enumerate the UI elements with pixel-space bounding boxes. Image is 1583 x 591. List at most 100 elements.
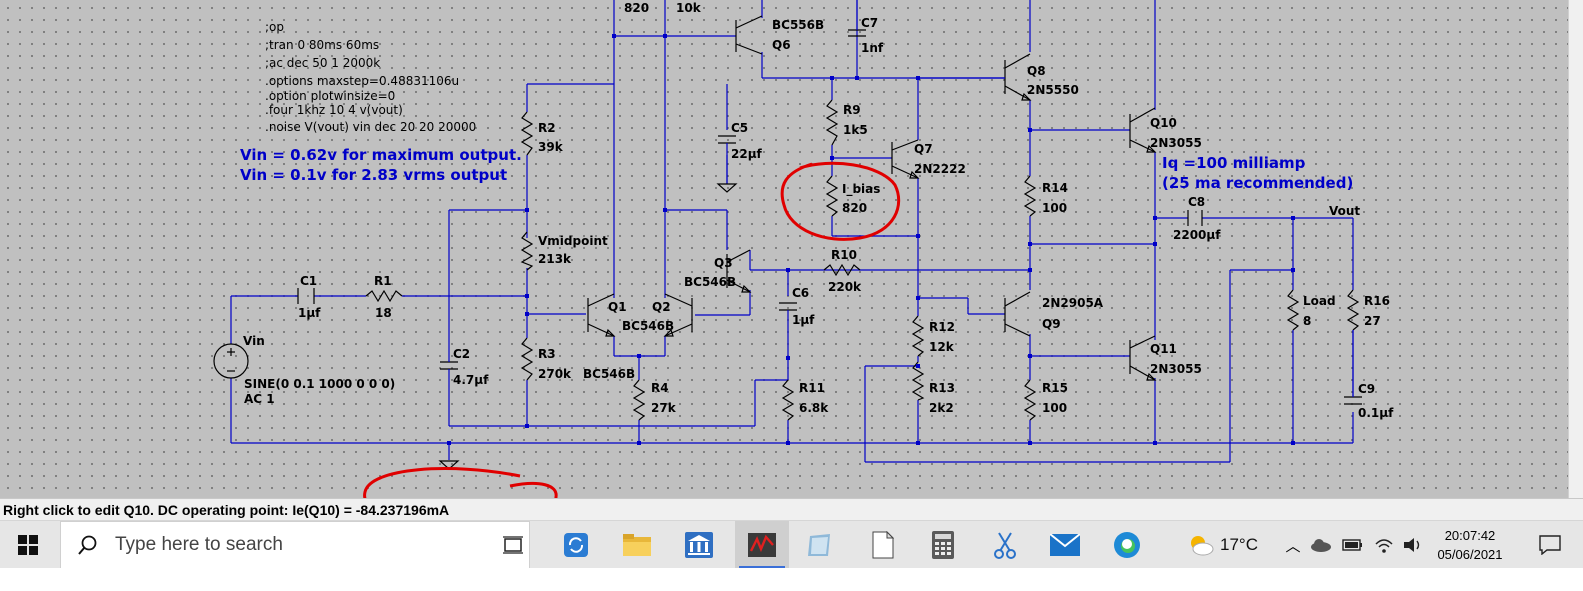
folder-icon bbox=[623, 534, 651, 556]
onedrive-cloud-icon[interactable] bbox=[1310, 537, 1332, 553]
svg-text:4.7µf: 4.7µf bbox=[453, 373, 489, 387]
svg-text:Q11: Q11 bbox=[1150, 342, 1177, 356]
spice-directives[interactable]: ;op ;tran 0 80ms 60ms ;ac dec 50 1 2000k… bbox=[265, 20, 476, 134]
vertical-scrollbar[interactable] bbox=[1568, 0, 1583, 498]
svg-text:Vout: Vout bbox=[1329, 204, 1360, 218]
note-vin-283: Vin = 0.1v for 2.83 vrms output bbox=[240, 166, 507, 184]
transistor-q11 bbox=[1129, 335, 1157, 381]
svg-text:270k: 270k bbox=[538, 367, 572, 381]
note-iq: Iq =100 milliamp bbox=[1162, 154, 1306, 172]
resistor-r9 bbox=[825, 99, 839, 146]
svg-text:R16: R16 bbox=[1364, 294, 1390, 308]
svg-text:Q9: Q9 bbox=[1042, 317, 1061, 331]
note-vin-max: Vin = 0.62v for maximum output. bbox=[240, 146, 522, 164]
svg-text:2N5550: 2N5550 bbox=[1027, 83, 1079, 97]
svg-text:18: 18 bbox=[375, 306, 392, 320]
weather-temperature: 17°C bbox=[1220, 535, 1258, 554]
svg-text:R2: R2 bbox=[538, 121, 556, 135]
svg-text:BC546B: BC546B bbox=[622, 319, 674, 333]
svg-text:0.1µf: 0.1µf bbox=[1358, 406, 1394, 420]
svg-text:2N3055: 2N3055 bbox=[1150, 362, 1202, 376]
resistor-r11 bbox=[781, 379, 795, 421]
notifications-button[interactable] bbox=[1530, 521, 1570, 569]
svg-text:2N3055: 2N3055 bbox=[1150, 136, 1202, 150]
wires bbox=[230, 0, 1354, 463]
annotation-circle-status bbox=[363, 467, 558, 498]
svg-text:R11: R11 bbox=[799, 381, 825, 395]
taskbar-app-ltspice[interactable] bbox=[735, 521, 789, 569]
directive-line: .noise V(vout) vin dec 20 20 20000 bbox=[265, 120, 476, 134]
taskbar-app-mail[interactable] bbox=[1044, 521, 1086, 569]
taskbar-app-notes[interactable] bbox=[798, 521, 840, 569]
taskbar-app-calculator[interactable] bbox=[922, 521, 964, 569]
bank-icon bbox=[685, 532, 713, 558]
svg-text:12k: 12k bbox=[929, 340, 955, 354]
svg-text:1k5: 1k5 bbox=[843, 123, 868, 137]
svg-text:Q7: Q7 bbox=[914, 142, 933, 156]
search-input[interactable] bbox=[113, 533, 497, 557]
taskbar-app-document[interactable] bbox=[862, 521, 904, 569]
svg-text:Q3: Q3 bbox=[714, 256, 733, 270]
resistor-vmid bbox=[520, 231, 534, 271]
taskbar-app-edge[interactable] bbox=[1106, 521, 1148, 569]
taskbar-search-box[interactable] bbox=[60, 521, 530, 569]
component-labels[interactable]: 820 10k BC556B Q6 C7 1nf R2 39k C5 22µf … bbox=[243, 1, 1394, 420]
taskbar-app-bank[interactable] bbox=[678, 521, 720, 569]
task-view-button[interactable] bbox=[496, 521, 530, 569]
svg-text:Q6: Q6 bbox=[772, 38, 791, 52]
transistor-q6 bbox=[735, 15, 763, 55]
calculator-icon bbox=[932, 531, 954, 559]
weather-widget[interactable]: 17°C bbox=[1186, 521, 1258, 569]
svg-text:R9: R9 bbox=[843, 103, 861, 117]
svg-text:SINE(0 0.1 1000 0 0 0): SINE(0 0.1 1000 0 0 0) bbox=[244, 377, 395, 391]
resistor-r13 bbox=[911, 361, 925, 401]
svg-text:I_bias: I_bias bbox=[842, 182, 880, 197]
svg-text:820: 820 bbox=[624, 1, 649, 15]
svg-text:R1: R1 bbox=[374, 274, 392, 288]
svg-text:213k: 213k bbox=[538, 252, 572, 266]
transistor-q10 bbox=[1129, 107, 1157, 153]
directive-line: .four 1khz 10 4 v(vout) bbox=[265, 103, 403, 117]
taskbar-clock[interactable]: 20:07:42 05/06/2021 bbox=[1420, 521, 1520, 569]
directive-line: ;ac dec 50 1 2000k bbox=[265, 56, 380, 70]
svg-text:1µf: 1µf bbox=[792, 313, 815, 327]
directive-line: ;op bbox=[265, 20, 284, 34]
svg-text:Q8: Q8 bbox=[1027, 64, 1046, 78]
directive-line: ;tran 0 80ms 60ms bbox=[265, 38, 379, 52]
svg-text:100: 100 bbox=[1042, 201, 1067, 215]
svg-text:C8: C8 bbox=[1188, 195, 1205, 209]
edge-browser-icon bbox=[1114, 532, 1140, 558]
status-text: Right click to edit Q10. DC operating po… bbox=[3, 502, 450, 518]
transistor-q8 bbox=[918, 53, 1032, 101]
start-button[interactable] bbox=[0, 521, 56, 569]
svg-text:Vin: Vin bbox=[243, 334, 265, 348]
ltspice-icon bbox=[748, 533, 776, 557]
volume-speaker-icon[interactable] bbox=[1402, 536, 1424, 554]
wifi-icon[interactable] bbox=[1374, 536, 1394, 554]
svg-text:BC546B: BC546B bbox=[684, 275, 736, 289]
resistor-r3 bbox=[520, 337, 534, 381]
resistor-load bbox=[1286, 289, 1300, 331]
transistor-q7 bbox=[891, 139, 920, 179]
schematic-canvas[interactable]: ;op ;tran 0 80ms 60ms ;ac dec 50 1 2000k… bbox=[0, 0, 1568, 498]
schematic-drawing[interactable]: ;op ;tran 0 80ms 60ms ;ac dec 50 1 2000k… bbox=[0, 0, 1568, 498]
svg-text:R3: R3 bbox=[538, 347, 556, 361]
svg-text:Q10: Q10 bbox=[1150, 116, 1177, 130]
svg-text:AC 1: AC 1 bbox=[244, 392, 275, 406]
taskbar-app-sync[interactable] bbox=[555, 521, 597, 569]
clock-time: 20:07:42 bbox=[1444, 528, 1496, 543]
taskbar-app-file-explorer[interactable] bbox=[616, 521, 658, 569]
svg-text:Vmidpoint: Vmidpoint bbox=[538, 234, 608, 248]
sync-app-icon bbox=[564, 533, 588, 557]
svg-text:1µf: 1µf bbox=[298, 306, 321, 320]
scissors-icon bbox=[994, 532, 1016, 559]
svg-text:2k2: 2k2 bbox=[929, 401, 954, 415]
resistor-ibias bbox=[825, 175, 839, 217]
chevron-up-icon[interactable]: ︿ bbox=[1285, 536, 1301, 555]
taskbar-app-snipping-tool[interactable] bbox=[984, 521, 1026, 569]
svg-text:Q1: Q1 bbox=[608, 300, 627, 314]
battery-icon[interactable] bbox=[1342, 538, 1364, 552]
resistor-r12 bbox=[911, 315, 925, 357]
resistor-r1 bbox=[365, 289, 403, 303]
directive-line: .options maxstep=0.48831106u bbox=[265, 74, 459, 88]
